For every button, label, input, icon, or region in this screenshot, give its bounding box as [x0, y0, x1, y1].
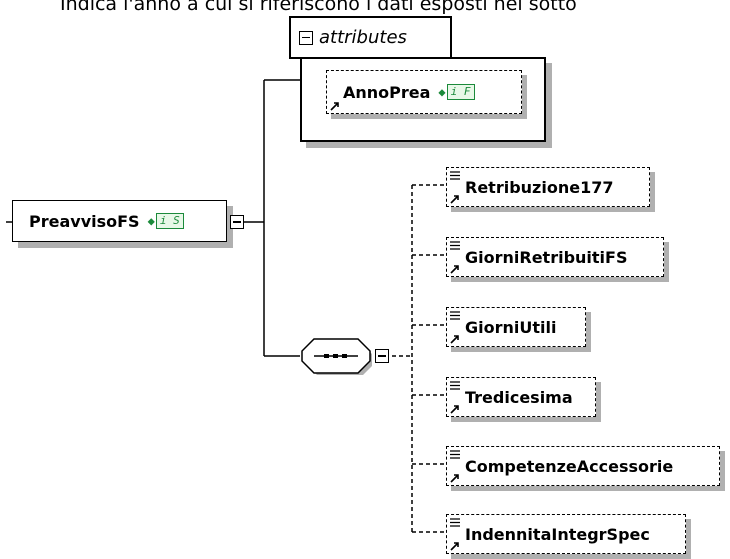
documentation-icon	[450, 450, 460, 459]
reference-arrow-icon	[450, 542, 459, 551]
element-name: GiorniRetribuitiFS	[465, 247, 628, 267]
documentation-icon	[450, 311, 460, 320]
child-element[interactable]: CompetenzeAccessorie	[446, 446, 720, 486]
attribute-annoprea[interactable]: AnnoPrea ◆ i F	[326, 70, 522, 114]
child-element[interactable]: GiorniRetribuitiFS	[446, 237, 664, 277]
reference-arrow-icon	[450, 335, 459, 344]
sequence-compositor-icon[interactable]	[300, 337, 372, 375]
type-badge: ◆ i F	[438, 84, 475, 100]
child-element[interactable]: GiorniUtili	[446, 307, 586, 347]
documentation-icon	[450, 171, 460, 180]
reference-arrow-icon	[330, 102, 339, 111]
attribute-name: AnnoPrea	[343, 82, 431, 102]
child-element[interactable]: Tredicesima	[446, 377, 596, 417]
collapse-toggle-icon[interactable]	[375, 349, 389, 363]
root-element-preavvisofs[interactable]: PreavvisoFS ◆ i S	[12, 200, 227, 242]
documentation-icon	[450, 241, 460, 250]
collapse-toggle-icon[interactable]	[230, 215, 244, 229]
minus-box-icon[interactable]	[299, 30, 313, 45]
attributes-header[interactable]: attributes	[289, 16, 452, 59]
element-name: CompetenzeAccessorie	[465, 456, 674, 476]
simple-type-icon: ◆	[147, 214, 155, 228]
element-name: Retribuzione177	[465, 177, 614, 197]
element-name: IndennitaIntegrSpec	[465, 524, 650, 544]
reference-arrow-icon	[450, 474, 459, 483]
type-badge: ◆ i S	[148, 213, 184, 229]
attributes-label: attributes	[319, 27, 407, 48]
simple-type-icon: ◆	[438, 85, 446, 99]
element-name: GiorniUtili	[465, 317, 557, 337]
element-name: PreavvisoFS	[29, 211, 140, 231]
reference-arrow-icon	[450, 405, 459, 414]
element-name: Tredicesima	[465, 387, 573, 407]
reference-arrow-icon	[450, 195, 459, 204]
documentation-icon	[450, 381, 460, 390]
header-text: Indica l'anno a cui si riferiscono i dat…	[60, 0, 577, 15]
child-element[interactable]: Retribuzione177	[446, 167, 650, 207]
child-element[interactable]: IndennitaIntegrSpec	[446, 514, 686, 554]
reference-arrow-icon	[450, 265, 459, 274]
documentation-icon	[450, 518, 460, 527]
